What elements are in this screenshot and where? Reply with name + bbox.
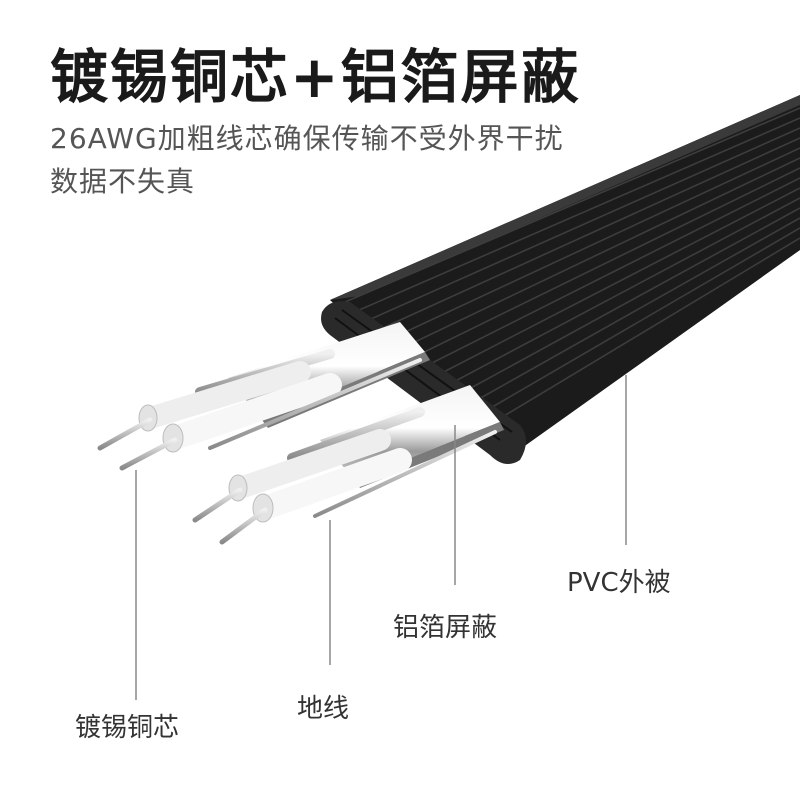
label-ground-wire: 地线 xyxy=(297,694,350,724)
label-tinned-copper-core: 镀锡铜芯 xyxy=(75,713,180,743)
label-pvc-jacket: PVC外被 xyxy=(567,568,671,598)
subtitle-line-2: 数据不失真 xyxy=(50,165,196,198)
headline: 镀锡铜芯+铝箔屏蔽 xyxy=(50,43,581,111)
upper-pair xyxy=(97,322,430,471)
pvc-jacket xyxy=(321,95,800,464)
label-aluminum-foil-shield: 铝箔屏蔽 xyxy=(393,613,498,643)
leader-lines xyxy=(135,375,627,700)
lower-pair xyxy=(192,385,504,545)
subtitle-line-1: 26AWG加粗线芯确保传输不受外界干扰 xyxy=(50,122,564,155)
